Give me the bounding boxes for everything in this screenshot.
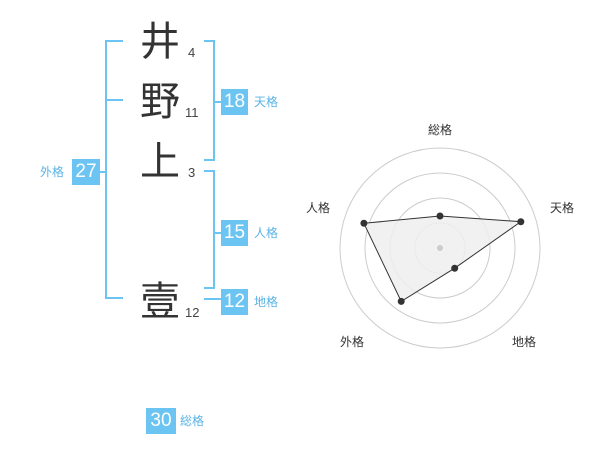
stroke-count-1: 4 — [188, 45, 196, 60]
jinkaku-label: 人格 — [254, 226, 279, 240]
gaikaku-bracket-vertical — [105, 40, 107, 298]
tenkaku-score: 18 — [221, 89, 248, 115]
name-char-2: 野 — [140, 79, 180, 125]
gaikaku-label: 外格 — [40, 165, 65, 179]
jinkaku-bracket-bottom — [204, 287, 215, 289]
tenkaku-bracket-top — [204, 40, 215, 42]
gaikaku-bracket-mid — [105, 99, 123, 101]
name-char-4: 壹 — [140, 279, 180, 325]
radar-points — [360, 212, 525, 305]
radar-ring — [339, 147, 541, 349]
stroke-count-2: 11 — [185, 105, 199, 120]
radar-ring — [364, 172, 516, 324]
gaikaku-bracket-top — [105, 40, 123, 42]
radar-label-gaikaku: 外格 — [340, 334, 364, 349]
gaikaku-bracket-bottom — [105, 297, 123, 299]
stroke-count-4: 12 — [185, 305, 200, 320]
radar-point-gaikaku — [397, 297, 405, 305]
tenkaku-bracket-bottom — [204, 159, 215, 161]
tenkaku-connector — [214, 101, 222, 103]
radar-point-chikaku — [451, 264, 459, 272]
chikaku-score: 12 — [221, 289, 248, 315]
jinkaku-bracket-vertical — [213, 170, 215, 288]
chikaku-connector — [204, 298, 222, 300]
jinkaku-connector — [214, 232, 222, 234]
jinkaku-score: 15 — [221, 220, 248, 246]
radar-point-jinkaku — [360, 219, 368, 227]
gaikaku-connector — [98, 171, 106, 173]
radar-label-chikaku: 地格 — [512, 334, 536, 349]
radar-center-dot — [437, 245, 443, 251]
radar-point-soukaku — [436, 212, 444, 220]
tenkaku-bracket-vertical — [213, 40, 215, 160]
jinkaku-bracket-top — [204, 170, 215, 172]
radar-label-jinkaku: 人格 — [306, 200, 330, 215]
soukaku-label: 総格 — [180, 414, 205, 428]
stroke-count-3: 3 — [188, 165, 196, 180]
name-char-3: 上 — [140, 139, 180, 185]
soukaku-score: 30 — [146, 408, 176, 434]
radar-label-tenkaku: 天格 — [550, 200, 574, 215]
tenkaku-label: 天格 — [254, 95, 279, 109]
name-char-1: 井 — [140, 19, 180, 65]
radar-polygon — [363, 215, 523, 303]
gaikaku-score: 27 — [72, 159, 100, 185]
radar-label-soukaku: 総格 — [428, 122, 452, 137]
radar-point-tenkaku — [517, 218, 525, 226]
chikaku-label: 地格 — [254, 295, 279, 309]
